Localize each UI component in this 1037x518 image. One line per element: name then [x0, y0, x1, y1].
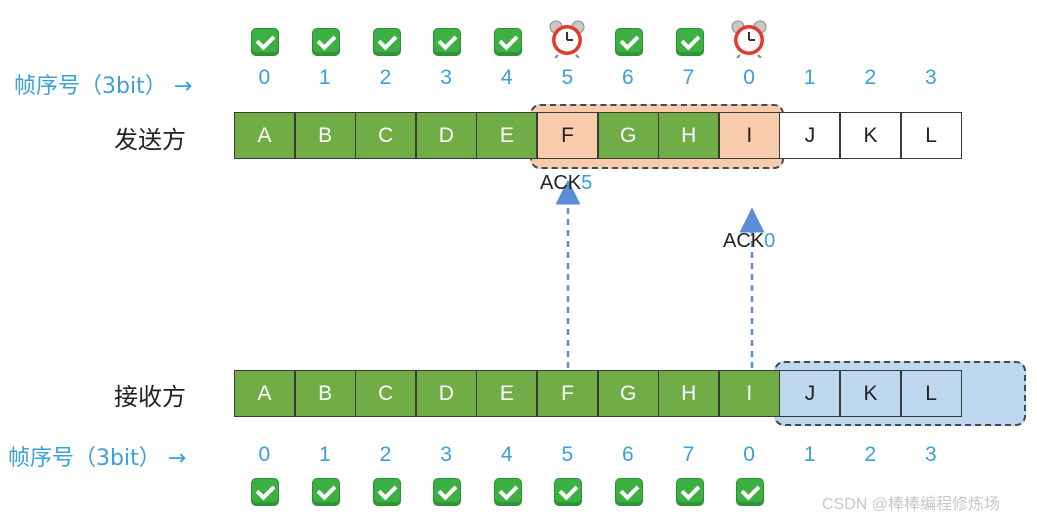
seq-number: 0	[258, 66, 271, 89]
ack0-label: ACK0	[723, 230, 776, 252]
seq-number: 7	[682, 66, 695, 89]
frame-cell: E	[476, 112, 538, 159]
checkmark-icon	[554, 478, 583, 506]
checkmark-icon	[493, 28, 522, 56]
frame-cell: A	[234, 370, 296, 417]
seq-number: 2	[864, 443, 877, 466]
frame-cell: H	[658, 112, 720, 159]
seq-number: 7	[682, 443, 695, 466]
seq-number: 1	[319, 66, 331, 89]
frame-cell: E	[476, 370, 538, 417]
seq-number: 3	[440, 443, 452, 466]
checkmark-icon	[614, 28, 643, 56]
seq-number: 6	[622, 443, 634, 466]
seq-number: 1	[803, 443, 816, 466]
seq-number: 1	[803, 66, 816, 89]
ack5-label: ACK5	[540, 172, 593, 194]
seq-number: 2	[379, 66, 392, 89]
checkmark-icon	[372, 478, 401, 506]
frame-cell: L	[900, 370, 962, 417]
frame-cell: F	[537, 370, 599, 417]
frame-cell: G	[597, 370, 659, 417]
frame-cell: F	[537, 112, 599, 159]
seq-number: 0	[743, 66, 755, 89]
receiver-seq-label: 帧序号（3bit） →	[8, 446, 187, 471]
frame-cell: B	[294, 112, 356, 159]
alarm-clock-icon	[729, 18, 769, 59]
checkmark-icon	[251, 28, 280, 56]
alarm-clock-icon	[547, 18, 587, 59]
frame-cell: H	[658, 370, 720, 417]
frame-cell: I	[718, 112, 780, 159]
seq-number: 3	[925, 66, 937, 89]
frame-cell: I	[718, 370, 780, 417]
seq-number: 3	[440, 66, 452, 89]
seq-number: 0	[258, 443, 271, 466]
arrow-right-icon: →	[173, 74, 193, 99]
checkmark-icon	[675, 478, 704, 506]
frame-cell: L	[900, 112, 962, 159]
seq-number: 4	[500, 66, 513, 89]
checkmark-icon	[736, 478, 765, 506]
checkmark-icon	[433, 478, 462, 506]
seq-number: 5	[561, 66, 574, 89]
frame-cell: G	[597, 112, 659, 159]
arrow-right-icon: →	[167, 446, 187, 471]
seq-number: 2	[864, 66, 877, 89]
seq-number: 6	[622, 66, 634, 89]
checkmark-icon	[675, 28, 704, 56]
frame-cell: C	[355, 112, 417, 159]
watermark: CSDN @棒棒编程修炼场	[822, 496, 1001, 513]
frame-cell: D	[415, 370, 477, 417]
seq-number: 1	[319, 443, 331, 466]
frame-cell: J	[779, 370, 841, 417]
checkmark-icon	[493, 478, 522, 506]
frame-cell: C	[355, 370, 417, 417]
checkmark-icon	[614, 478, 643, 506]
frame-cell: J	[779, 112, 841, 159]
seq-number: 5	[561, 443, 574, 466]
seq-number: 2	[379, 443, 392, 466]
receiver-label: 接收方	[114, 383, 186, 411]
checkmark-icon	[311, 478, 340, 506]
frame-cell: A	[234, 112, 296, 159]
seq-number: 3	[925, 443, 937, 466]
frame-cell: K	[840, 112, 902, 159]
sender-seq-label: 帧序号（3bit） →	[14, 74, 193, 99]
seq-number: 4	[500, 443, 513, 466]
checkmark-icon	[251, 478, 280, 506]
checkmark-icon	[311, 28, 340, 56]
checkmark-icon	[433, 28, 462, 56]
frame-cell: K	[840, 370, 902, 417]
checkmark-icon	[372, 28, 401, 56]
frame-cell: D	[415, 112, 477, 159]
frame-cell: B	[294, 370, 356, 417]
sender-label: 发送方	[114, 126, 186, 154]
seq-number: 0	[743, 443, 755, 466]
